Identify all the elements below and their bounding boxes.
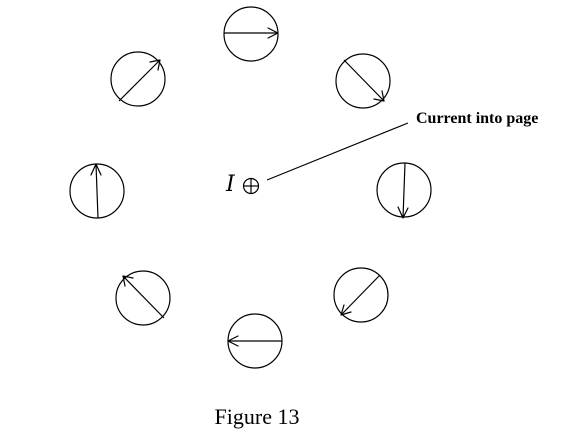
compass-right [376,162,432,219]
compass-top-right [335,53,391,109]
compass-bottom-left [115,270,171,326]
compass-top [223,6,279,62]
cross-in-circle-icon [242,177,260,195]
annotation-label: Current into page [416,110,538,127]
figure-caption: Figure 13 [215,404,300,429]
annotation-pointer-line [266,122,409,181]
current-label: I [225,172,236,197]
compass-left [69,163,125,219]
compass-top-left [110,51,166,107]
compass-bottom-right [333,267,389,323]
compass-bottom [227,313,283,369]
